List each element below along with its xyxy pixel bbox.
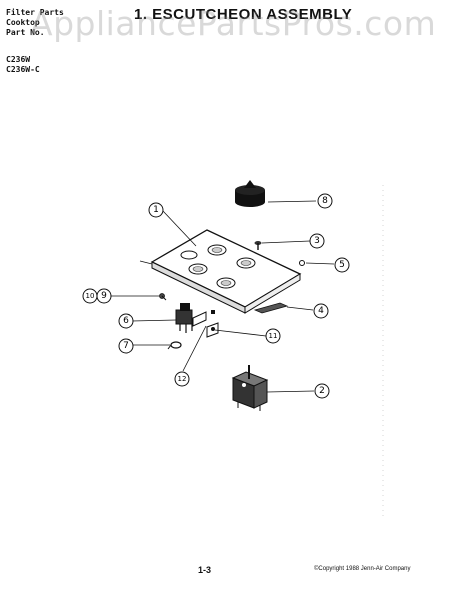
- header-line: Part No.: [6, 28, 45, 37]
- svg-text:12: 12: [178, 375, 187, 383]
- svg-text:8: 8: [322, 196, 328, 206]
- svg-text:10: 10: [86, 292, 95, 300]
- svg-text:4: 4: [318, 306, 324, 316]
- knob-opening: [188, 263, 208, 275]
- callout-1: 1: [148, 202, 164, 218]
- watermark: AppliancePartsPros.com: [30, 4, 437, 43]
- svg-text:1: 1: [153, 205, 159, 215]
- callout-10: 10: [82, 288, 98, 304]
- callout-8: 8: [317, 193, 333, 209]
- screw: [254, 241, 262, 250]
- svg-text:11: 11: [269, 332, 278, 340]
- header-line: Filter Parts: [6, 8, 64, 17]
- trim-strip: [253, 302, 289, 314]
- page-title: 1. ESCUTCHEON ASSEMBLY: [134, 6, 353, 23]
- svg-text:9: 9: [101, 291, 107, 301]
- model-number: C236W: [6, 55, 31, 64]
- page-number: 1-3: [198, 565, 212, 575]
- svg-text:2: 2: [319, 386, 325, 396]
- callout-11: 11: [265, 328, 281, 344]
- svg-text:3: 3: [314, 236, 320, 246]
- infinite-switch: [231, 365, 269, 411]
- callout-2: 2: [314, 383, 330, 399]
- header-left-block: Filter Parts Cooktop Part No.: [6, 8, 64, 38]
- model-list: C236W C236W-C: [6, 55, 40, 75]
- callout-4: 4: [313, 303, 329, 319]
- push-switch: [175, 303, 193, 333]
- callout-3: 3: [309, 233, 325, 249]
- knob-opening: [216, 277, 236, 289]
- callout-6: 6: [118, 313, 134, 329]
- svg-text:7: 7: [123, 341, 129, 351]
- copyright-notice: ©Copyright 1988 Jenn-Air Company: [314, 566, 411, 572]
- leader-lines: [106, 200, 335, 393]
- callout-12: 12: [174, 371, 190, 387]
- callout-7: 7: [118, 338, 134, 354]
- wire-clip: [167, 341, 182, 350]
- control-knob: [235, 180, 265, 207]
- small-nut: [299, 260, 305, 266]
- svg-text:6: 6: [123, 316, 129, 326]
- knob-opening: [207, 244, 227, 256]
- escutcheon-panel: [139, 229, 302, 314]
- svg-text:5: 5: [339, 260, 345, 270]
- callout-9: 9: [96, 288, 112, 304]
- knob-opening: [236, 257, 256, 269]
- header-line: Cooktop: [6, 18, 40, 27]
- callout-5: 5: [334, 257, 350, 273]
- mounting-screw: [159, 293, 167, 301]
- model-number: C236W-C: [6, 65, 40, 74]
- switch-bracket: [192, 310, 219, 338]
